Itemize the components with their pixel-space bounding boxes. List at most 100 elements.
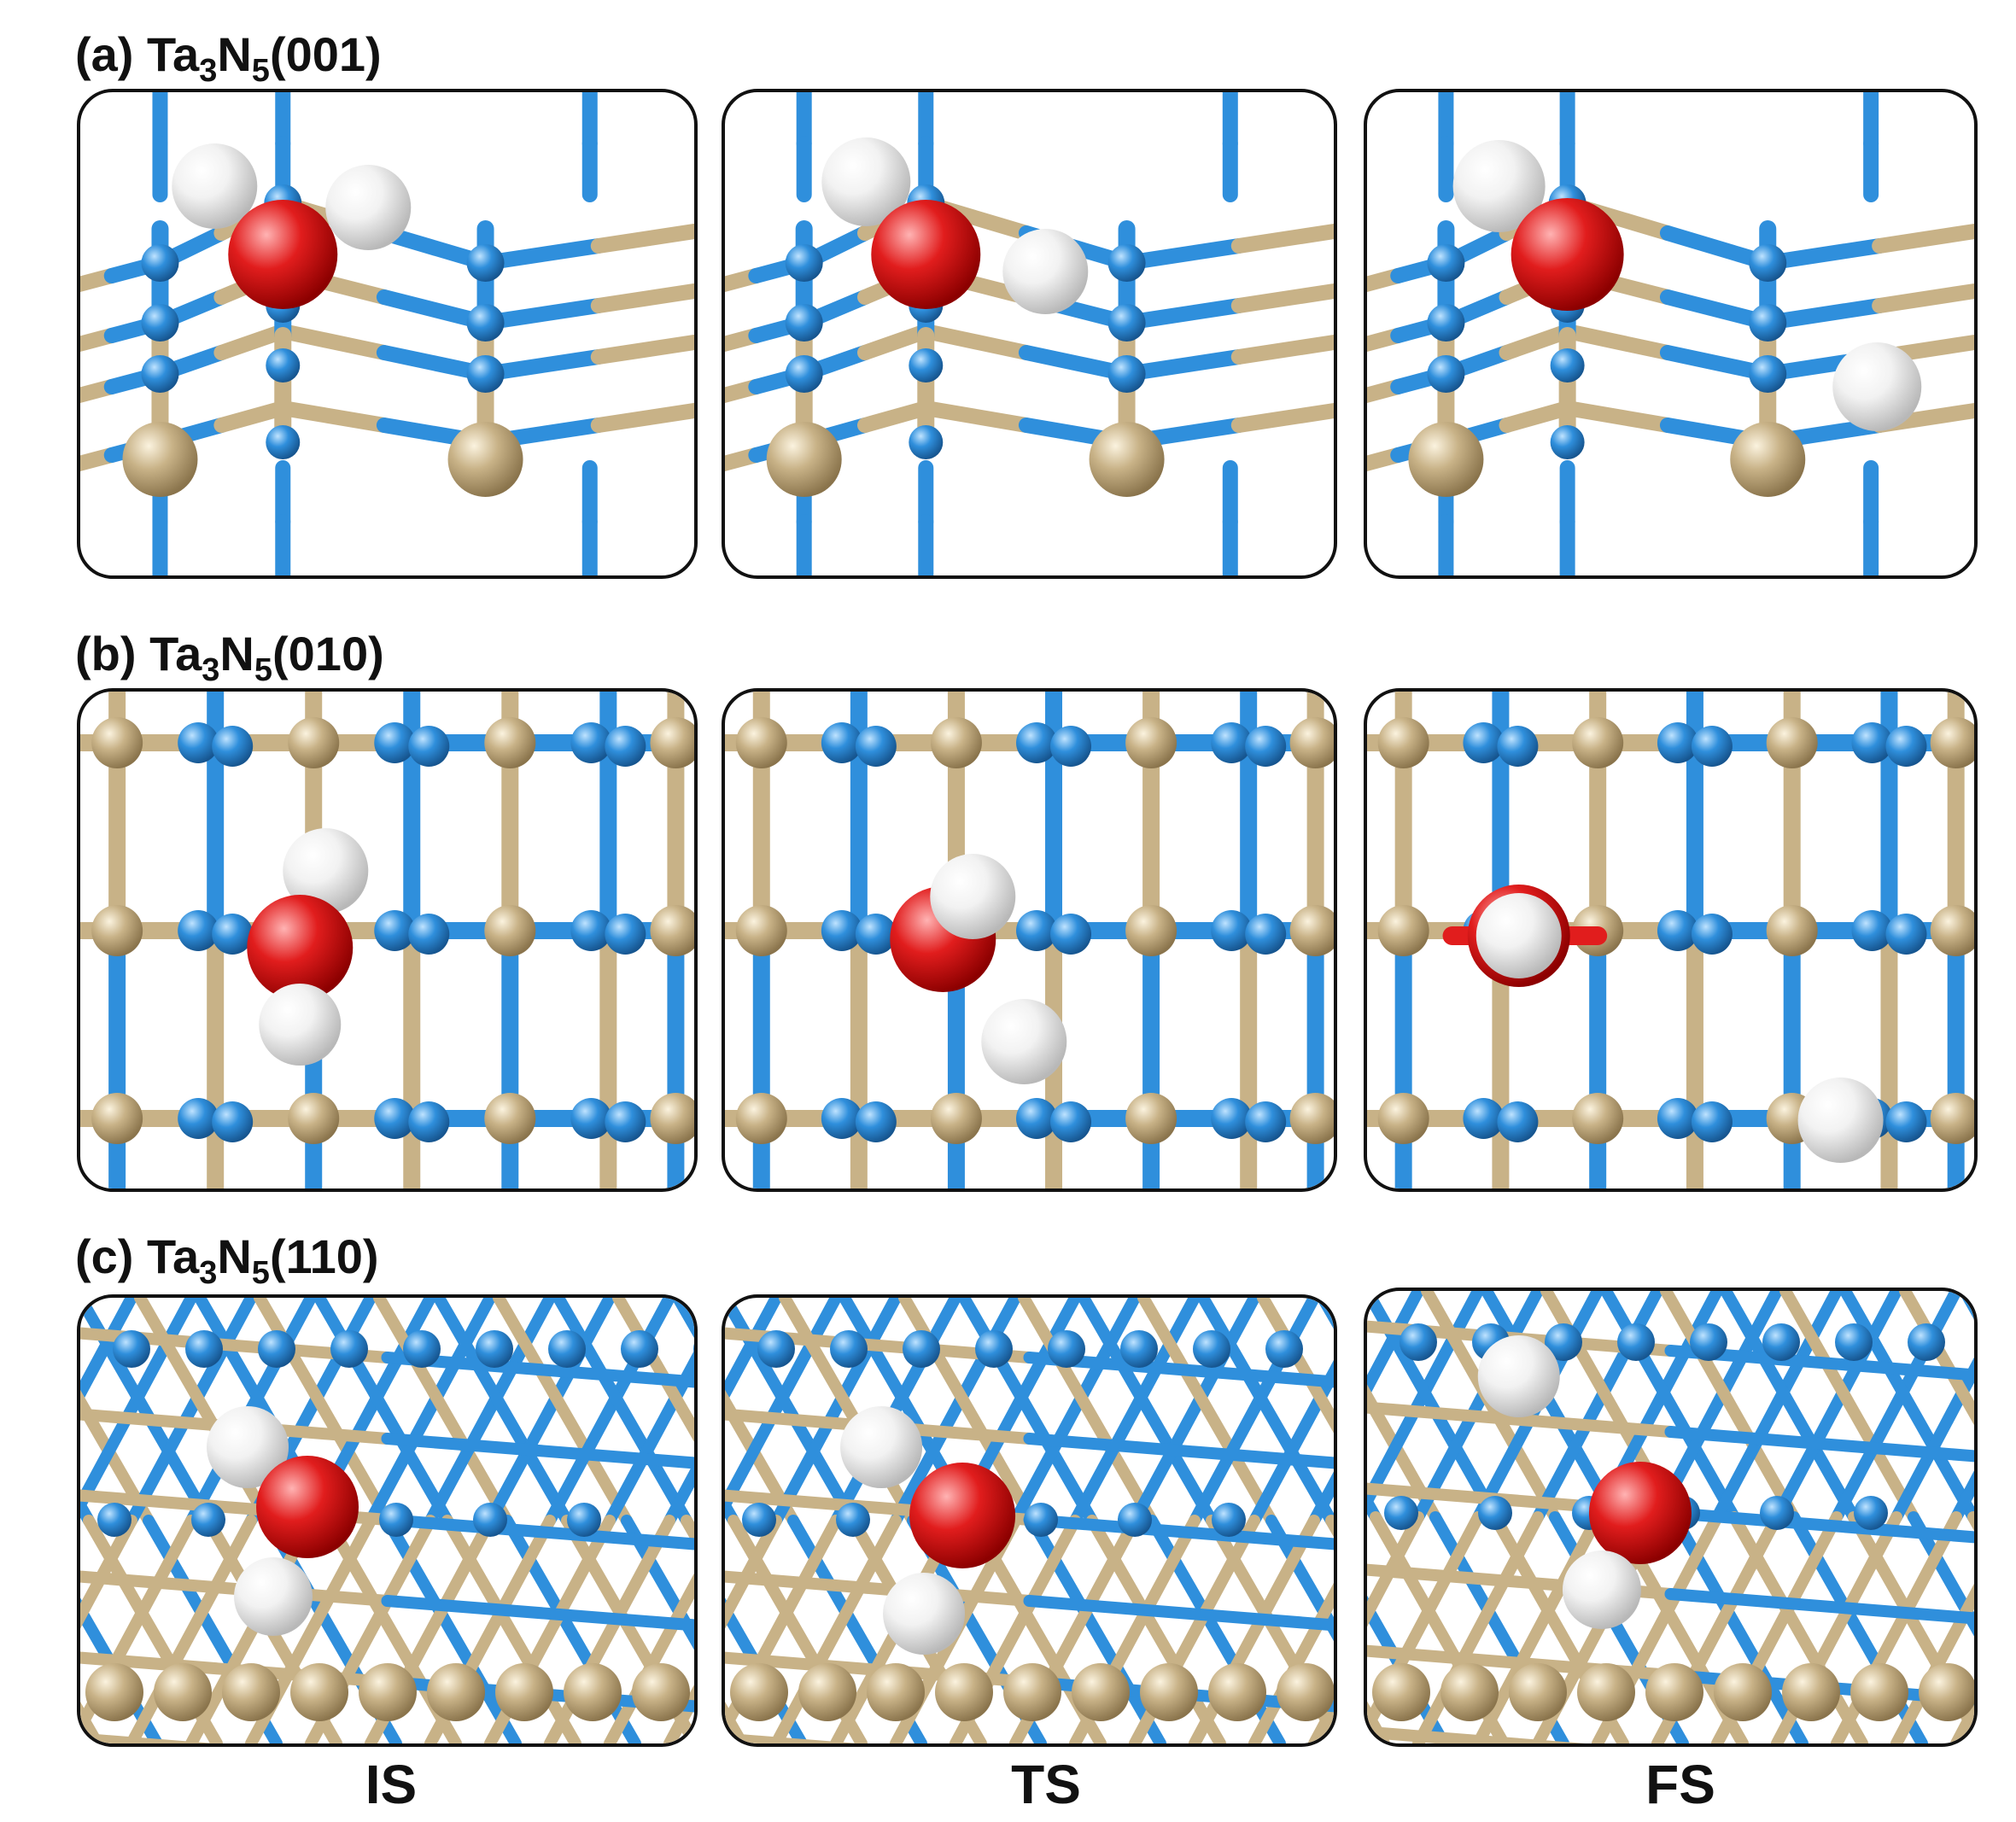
ta-atom <box>930 1093 982 1144</box>
o-atom <box>1511 198 1624 311</box>
o-atom <box>256 1456 359 1558</box>
bond <box>856 324 934 360</box>
h-atom <box>259 984 342 1066</box>
n-atom <box>408 914 450 955</box>
h-atom <box>1477 1335 1560 1417</box>
bond <box>275 400 392 433</box>
bond <box>365 1298 496 1527</box>
column-label-fs: FS <box>1645 1754 1715 1815</box>
panel-c-fs <box>1364 1288 1978 1747</box>
bond <box>1481 1291 1621 1523</box>
ta-atom <box>1714 1663 1772 1721</box>
bond <box>1137 1298 1277 1527</box>
ta-atom <box>484 905 536 956</box>
n-atom <box>605 1101 646 1142</box>
bond <box>381 1433 694 1469</box>
bond <box>275 324 392 360</box>
bond <box>1248 1359 1334 1527</box>
o-atom <box>247 895 354 1001</box>
bond <box>424 1298 556 1527</box>
ta-atom <box>1372 1663 1430 1721</box>
bond <box>770 1515 902 1743</box>
n-atom <box>141 304 179 342</box>
bond <box>185 1515 317 1743</box>
bond <box>1559 324 1675 360</box>
h-atom <box>1475 893 1562 978</box>
ta-atom <box>1572 1093 1624 1144</box>
n-atom <box>1497 1101 1539 1142</box>
panel-b-is <box>77 688 698 1192</box>
n-atom <box>785 355 823 393</box>
bond <box>1367 379 1406 403</box>
bond <box>1119 238 1247 271</box>
n-atom <box>821 722 862 763</box>
bond <box>1890 1583 1974 1743</box>
bond <box>80 328 120 353</box>
n-atom <box>1212 1503 1246 1537</box>
bond <box>126 1515 257 1743</box>
n-atom <box>909 425 944 459</box>
h-atom <box>981 999 1067 1084</box>
n-atom <box>785 244 823 282</box>
ta-atom <box>1766 717 1818 768</box>
n-atom <box>1749 304 1787 342</box>
o-atom <box>871 200 981 309</box>
ta-atom <box>1730 422 1806 497</box>
n-atom <box>1497 726 1539 767</box>
n-atom <box>1657 1098 1698 1139</box>
n-atom <box>567 1503 601 1537</box>
bond <box>1660 1291 1800 1523</box>
n-atom <box>266 348 301 383</box>
n-atom <box>191 1503 225 1537</box>
n-atom <box>466 304 505 342</box>
ta-atom <box>1572 717 1624 768</box>
bond <box>373 1298 513 1527</box>
n-atom <box>1050 726 1092 767</box>
n-atom <box>379 1503 413 1537</box>
ta-atom <box>1782 1663 1840 1721</box>
n-atom <box>605 726 646 767</box>
panel-b-ts <box>722 688 1337 1192</box>
h-atom <box>283 828 369 914</box>
n-atom <box>408 726 450 767</box>
n-atom <box>1854 1496 1888 1530</box>
n-atom <box>178 1098 219 1139</box>
n-atom <box>621 1330 658 1368</box>
n-atom <box>266 425 301 459</box>
ta-atom <box>1003 1663 1061 1721</box>
o-atom <box>909 1463 1016 1568</box>
bond <box>1367 1401 1677 1438</box>
n-atom <box>1749 355 1787 393</box>
bond <box>1367 268 1406 292</box>
n-atom <box>1463 722 1505 763</box>
row-label-a: (a) Ta3N5(001) <box>75 27 382 89</box>
bond <box>663 1462 694 1527</box>
n-atom <box>1550 348 1585 383</box>
bond <box>1664 1426 1974 1463</box>
h-atom <box>325 165 412 250</box>
n-atom <box>212 914 254 955</box>
ta-atom <box>1125 717 1177 768</box>
n-atom <box>830 1330 868 1368</box>
ta-atom <box>91 717 143 768</box>
bond <box>477 349 606 382</box>
ta-atom <box>288 717 340 768</box>
ta-atom <box>1577 1663 1635 1721</box>
h-atom <box>207 1406 289 1488</box>
bond <box>725 1515 782 1629</box>
bond <box>1078 1298 1218 1527</box>
n-atom <box>1691 914 1733 955</box>
n-atom <box>855 726 897 767</box>
n-atom <box>570 722 612 763</box>
ta-atom <box>1919 1663 1974 1721</box>
h-atom <box>1797 1077 1884 1163</box>
panel-c-is <box>77 1294 698 1747</box>
h-atom <box>1562 1550 1641 1629</box>
n-atom <box>1107 304 1146 342</box>
bond <box>1890 1357 1974 1523</box>
ta-atom <box>154 1663 212 1721</box>
ta-atom <box>484 717 536 768</box>
n-atom <box>909 348 944 383</box>
panel-c-ts <box>722 1294 1337 1747</box>
n-atom <box>1691 1101 1733 1142</box>
